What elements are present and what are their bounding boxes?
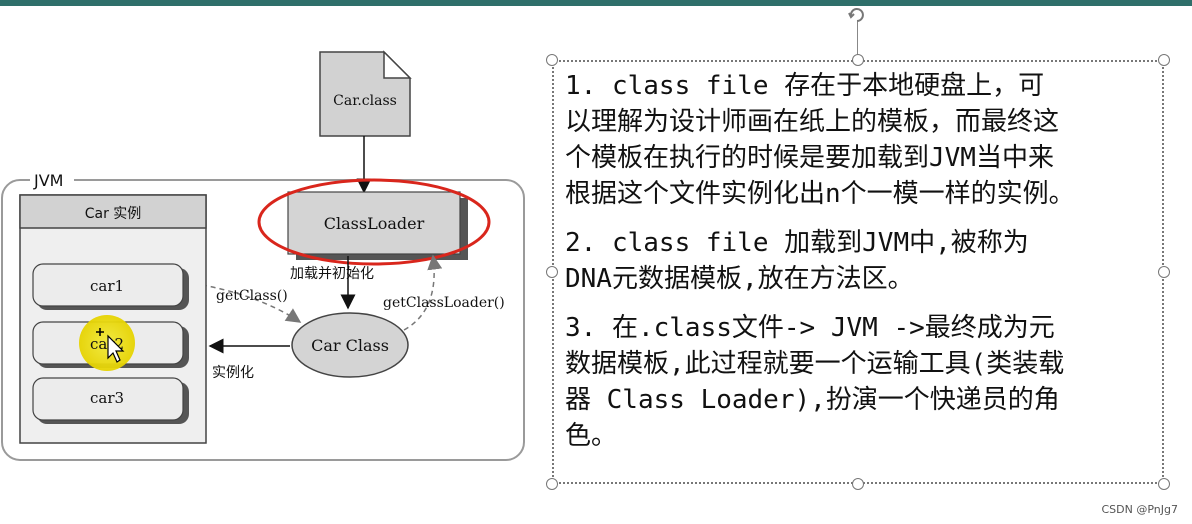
top-accent-bar [0, 0, 1192, 6]
rotate-handle-line [857, 22, 858, 56]
carclass-label: Car Class [311, 336, 389, 355]
getclassloader-label: getClassLoader() [383, 295, 505, 311]
rotate-handle-icon[interactable] [846, 4, 868, 26]
load-init-label: 加载并初始化 [290, 265, 374, 282]
instantiate-label: 实例化 [212, 365, 254, 381]
note-line: 数据模板,此过程就要一个运输工具(类装载 [565, 349, 1065, 379]
arrow-getclassloader [403, 254, 443, 331]
note-line: 3. 在.class文件-> JVM ->最终成为元 [565, 313, 1055, 343]
classloader-highlight [257, 178, 491, 266]
note-line: 2. class file 加载到JVM中,被称为 [565, 228, 1029, 258]
classloader-label: ClassLoader [324, 214, 425, 233]
note-paragraph-2: 2. class file 加载到JVM中,被称为 DNA元数据模板,放在方法区… [565, 225, 1155, 297]
resize-handle-bottom-right[interactable] [1158, 478, 1170, 490]
getclass-label: getClass() [216, 288, 288, 304]
classloader-box [287, 191, 461, 255]
note-paragraph-1: 1. class file 存在于本地硬盘上，可 以理解为设计师画在纸上的模板，… [565, 68, 1155, 212]
note-line: 器 Class Loader),扮演一个快递员的角 [565, 385, 1060, 415]
notes-content: 1. class file 存在于本地硬盘上，可 以理解为设计师画在纸上的模板，… [565, 68, 1155, 467]
jvm-label-bg [30, 170, 74, 188]
resize-handle-bottom[interactable] [852, 478, 864, 490]
class-file-icon [319, 50, 412, 137]
note-line: 根据这个文件实例化出n个一模一样的实例。 [565, 179, 1075, 209]
resize-handle-right[interactable] [1158, 266, 1170, 278]
note-line: 1. class file 存在于本地硬盘上，可 [565, 71, 1045, 101]
instance-car1-label: car1 [90, 277, 124, 295]
resize-handle-top-right[interactable] [1158, 54, 1170, 66]
jvm-class-loading-diagram: JVM Car.class ClassLoader 加载并初始化 Car Cla… [1, 50, 525, 461]
note-line: 色。 [565, 421, 618, 451]
carclass-node [291, 312, 409, 378]
resize-handle-top[interactable] [852, 54, 864, 66]
instance-car3-label: car3 [90, 389, 124, 407]
instance-car3 [32, 377, 189, 424]
mouse-pointer-icon [96, 328, 125, 363]
resize-handle-bottom-left[interactable] [546, 478, 558, 490]
instances-header: Car 实例 [85, 206, 142, 222]
arrow-getclass [183, 281, 302, 323]
note-paragraph-3: 3. 在.class文件-> JVM ->最终成为元 数据模板,此过程就要一个运… [565, 310, 1155, 454]
resize-handle-top-left[interactable] [546, 54, 558, 66]
note-line: 以理解为设计师画在纸上的模板，而最终这 [565, 107, 1060, 137]
instance-car1 [32, 263, 189, 310]
watermark: CSDN @PnJg7 [1101, 503, 1179, 516]
cursor-highlight [79, 315, 135, 371]
jvm-label: JVM [33, 171, 63, 190]
resize-handle-left[interactable] [546, 266, 558, 278]
note-line: DNA元数据模板,放在方法区。 [565, 264, 914, 294]
class-file-label: Car.class [333, 93, 397, 109]
note-line: 个模板在执行的时候是要加载到JVM当中来 [565, 143, 1054, 173]
